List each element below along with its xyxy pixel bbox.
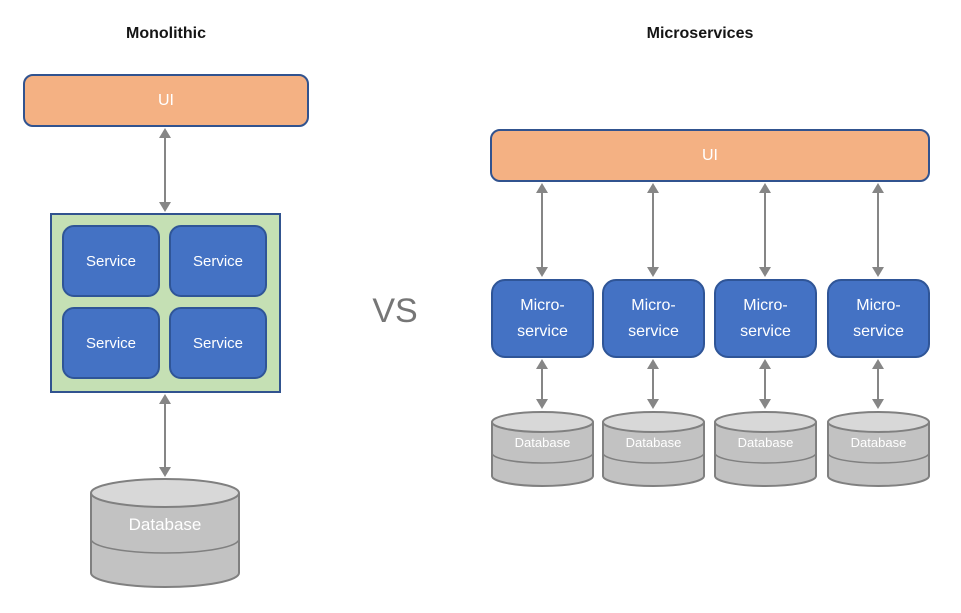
double-arrow-microservice-database <box>872 359 884 409</box>
cylinder-body <box>602 422 705 487</box>
double-arrow-ui-monolith <box>159 128 171 212</box>
database-cylinder: Database <box>601 410 706 489</box>
service-label: Service <box>192 252 244 270</box>
cylinder-divider <box>714 452 817 464</box>
cylinder-divider <box>90 538 240 554</box>
arrow-up-icon <box>536 183 548 193</box>
double-arrow-ui-microservice <box>872 183 884 277</box>
microservice-box: Micro- service <box>827 279 930 358</box>
database-cylinder: Database <box>826 410 931 489</box>
cylinder-divider <box>602 452 705 464</box>
database-label: Database <box>738 435 794 450</box>
microservice-label-line2: service <box>740 322 791 340</box>
arrow-up-icon <box>536 359 548 369</box>
monolithic-ui-label: UI <box>158 91 174 109</box>
cylinder-body <box>90 493 240 588</box>
monolithic-title: Monolithic <box>126 25 206 42</box>
microservice-label-line2: service <box>853 322 904 340</box>
service-box: Service <box>62 307 160 379</box>
monolith-container: Service Service Service Service <box>50 213 281 393</box>
arrow-up-icon <box>759 183 771 193</box>
database-label: Database <box>515 435 571 450</box>
double-arrow-microservice-database <box>536 359 548 409</box>
microservice-box: Micro- service <box>491 279 594 358</box>
database-label: Database <box>129 515 202 534</box>
microservice-label-line1: Micro- <box>520 296 565 314</box>
arrow-up-icon <box>872 183 884 193</box>
cylinder-body <box>491 422 594 487</box>
arrow-up-icon <box>759 359 771 369</box>
microservice-label-line2: service <box>517 322 568 340</box>
double-arrow-microservice-database <box>759 359 771 409</box>
arrow-down-icon <box>872 267 884 277</box>
microservice-box: Micro- service <box>714 279 817 358</box>
arrow-shaft <box>164 136 166 204</box>
cylinder-top <box>714 411 817 433</box>
service-label: Service <box>85 334 137 352</box>
arrow-up-icon <box>872 359 884 369</box>
cylinder-divider <box>827 452 930 464</box>
microservice-label-line2: service <box>628 322 679 340</box>
arrow-down-icon <box>159 467 171 477</box>
cylinder-divider <box>491 452 594 464</box>
arrow-shaft <box>164 402 166 469</box>
arrow-up-icon <box>647 183 659 193</box>
arrow-shaft <box>652 191 654 269</box>
microservice-label-line1: Micro- <box>743 296 788 314</box>
arrow-shaft <box>652 367 654 401</box>
arrow-up-icon <box>159 394 171 404</box>
arrow-down-icon <box>536 267 548 277</box>
database-cylinder: Database <box>89 477 241 591</box>
cylinder-body <box>827 422 930 487</box>
service-box: Service <box>169 225 267 297</box>
service-box: Service <box>62 225 160 297</box>
arrow-down-icon <box>647 267 659 277</box>
cylinder-top <box>90 478 240 508</box>
vs-label: VS <box>372 292 418 330</box>
cylinder-top <box>602 411 705 433</box>
double-arrow-ui-microservice <box>759 183 771 277</box>
database-cylinder: Database <box>713 410 818 489</box>
arrow-down-icon <box>872 399 884 409</box>
arrow-shaft <box>764 367 766 401</box>
double-arrow-ui-microservice <box>536 183 548 277</box>
arrow-down-icon <box>647 399 659 409</box>
double-arrow-ui-microservice <box>647 183 659 277</box>
microservice-label-line1: Micro- <box>856 296 901 314</box>
arrow-shaft <box>764 191 766 269</box>
cylinder-top <box>491 411 594 433</box>
service-box: Service <box>169 307 267 379</box>
microservices-ui-box: UI <box>490 129 930 182</box>
service-label: Service <box>192 334 244 352</box>
monolithic-ui-box: UI <box>23 74 309 127</box>
database-cylinder: Database <box>490 410 595 489</box>
cylinder-top <box>827 411 930 433</box>
arrow-shaft <box>541 367 543 401</box>
arrow-shaft <box>541 191 543 269</box>
database-label: Database <box>851 435 907 450</box>
arrow-down-icon <box>159 202 171 212</box>
database-label: Database <box>626 435 682 450</box>
microservices-ui-label: UI <box>702 146 718 164</box>
arrow-down-icon <box>759 399 771 409</box>
service-label: Service <box>85 252 137 270</box>
arrow-shaft <box>877 191 879 269</box>
microservice-label-line1: Micro- <box>631 296 676 314</box>
double-arrow-monolith-database <box>159 394 171 477</box>
arrow-down-icon <box>759 267 771 277</box>
double-arrow-microservice-database <box>647 359 659 409</box>
arrow-down-icon <box>536 399 548 409</box>
arrow-up-icon <box>159 128 171 138</box>
arrow-shaft <box>877 367 879 401</box>
microservices-title: Microservices <box>646 25 754 42</box>
cylinder-body <box>714 422 817 487</box>
arrow-up-icon <box>647 359 659 369</box>
microservice-box: Micro- service <box>602 279 705 358</box>
